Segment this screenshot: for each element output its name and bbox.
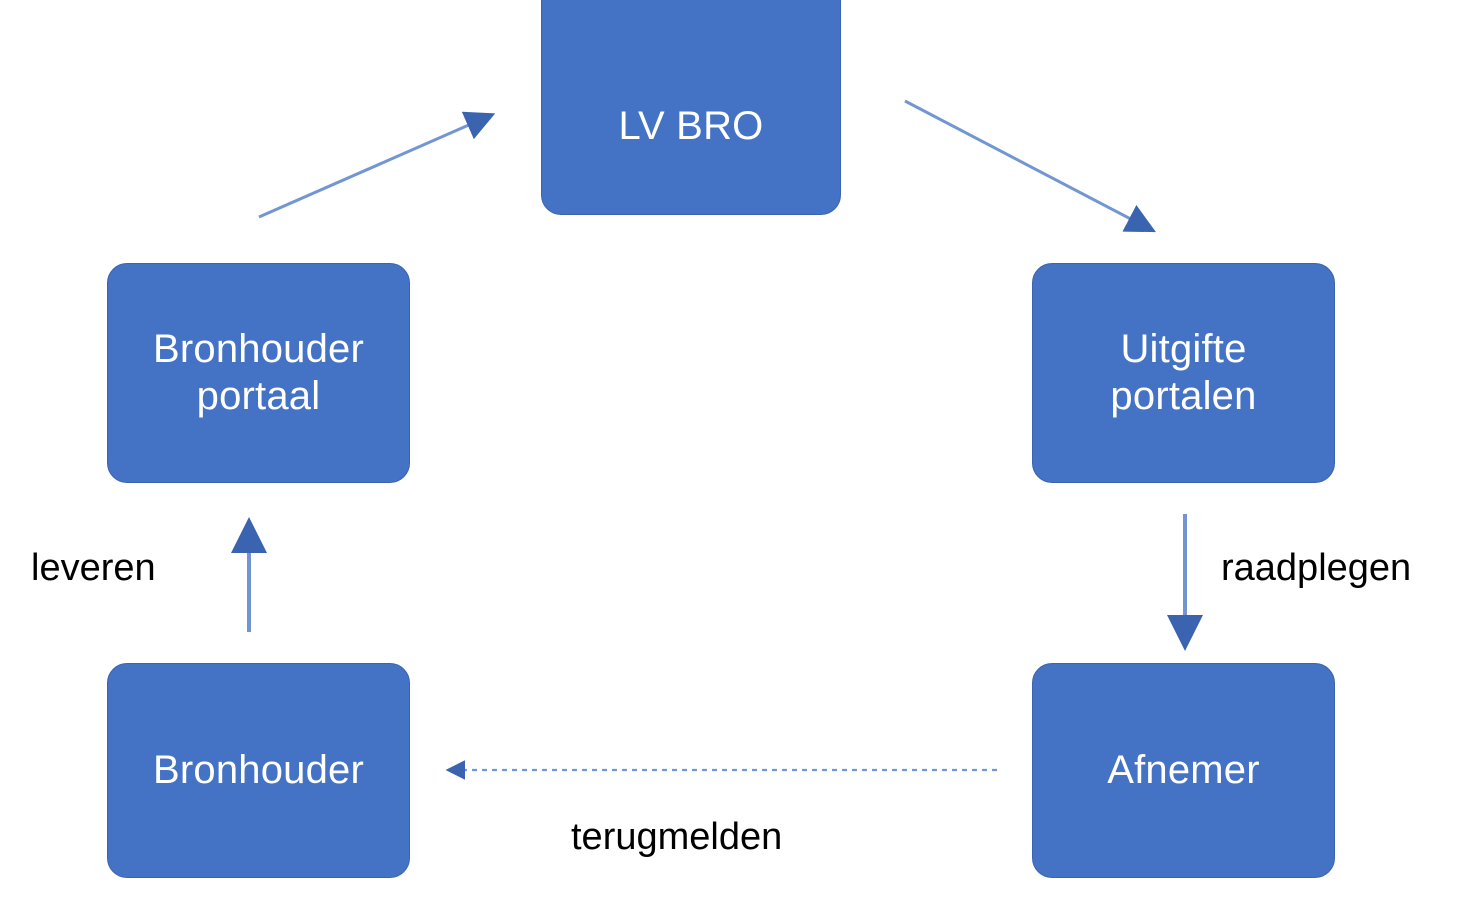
edge-label-raadplegen: raadplegen xyxy=(1221,547,1412,589)
node-lv-bro[interactable]: LV BRO xyxy=(541,0,841,215)
node-afnemer[interactable]: Afnemer xyxy=(1032,663,1335,878)
node-afnemer-label: Afnemer xyxy=(1107,747,1260,792)
edge-label-terugmelden: terugmelden xyxy=(571,816,783,858)
node-lv-bro-label: LV BRO xyxy=(618,103,764,148)
node-bronhouder-portaal-label: Bronhouder portaal xyxy=(152,326,365,418)
node-bronhouder-portaal[interactable]: Bronhouder portaal xyxy=(107,263,410,483)
connector-lv-bro-to-uitgifte-portalen xyxy=(904,99,1156,233)
node-uitgifte-portalen-label: Uitgifte portalen xyxy=(1110,326,1257,418)
node-bronhouder-label: Bronhouder xyxy=(152,747,365,792)
edge-label-leveren: leveren xyxy=(31,547,156,589)
node-bronhouder[interactable]: Bronhouder xyxy=(107,663,410,878)
node-uitgifte-portalen[interactable]: Uitgifte portalen xyxy=(1032,263,1335,483)
connector-bronhouder-portaal-to-lv-bro xyxy=(258,111,496,219)
